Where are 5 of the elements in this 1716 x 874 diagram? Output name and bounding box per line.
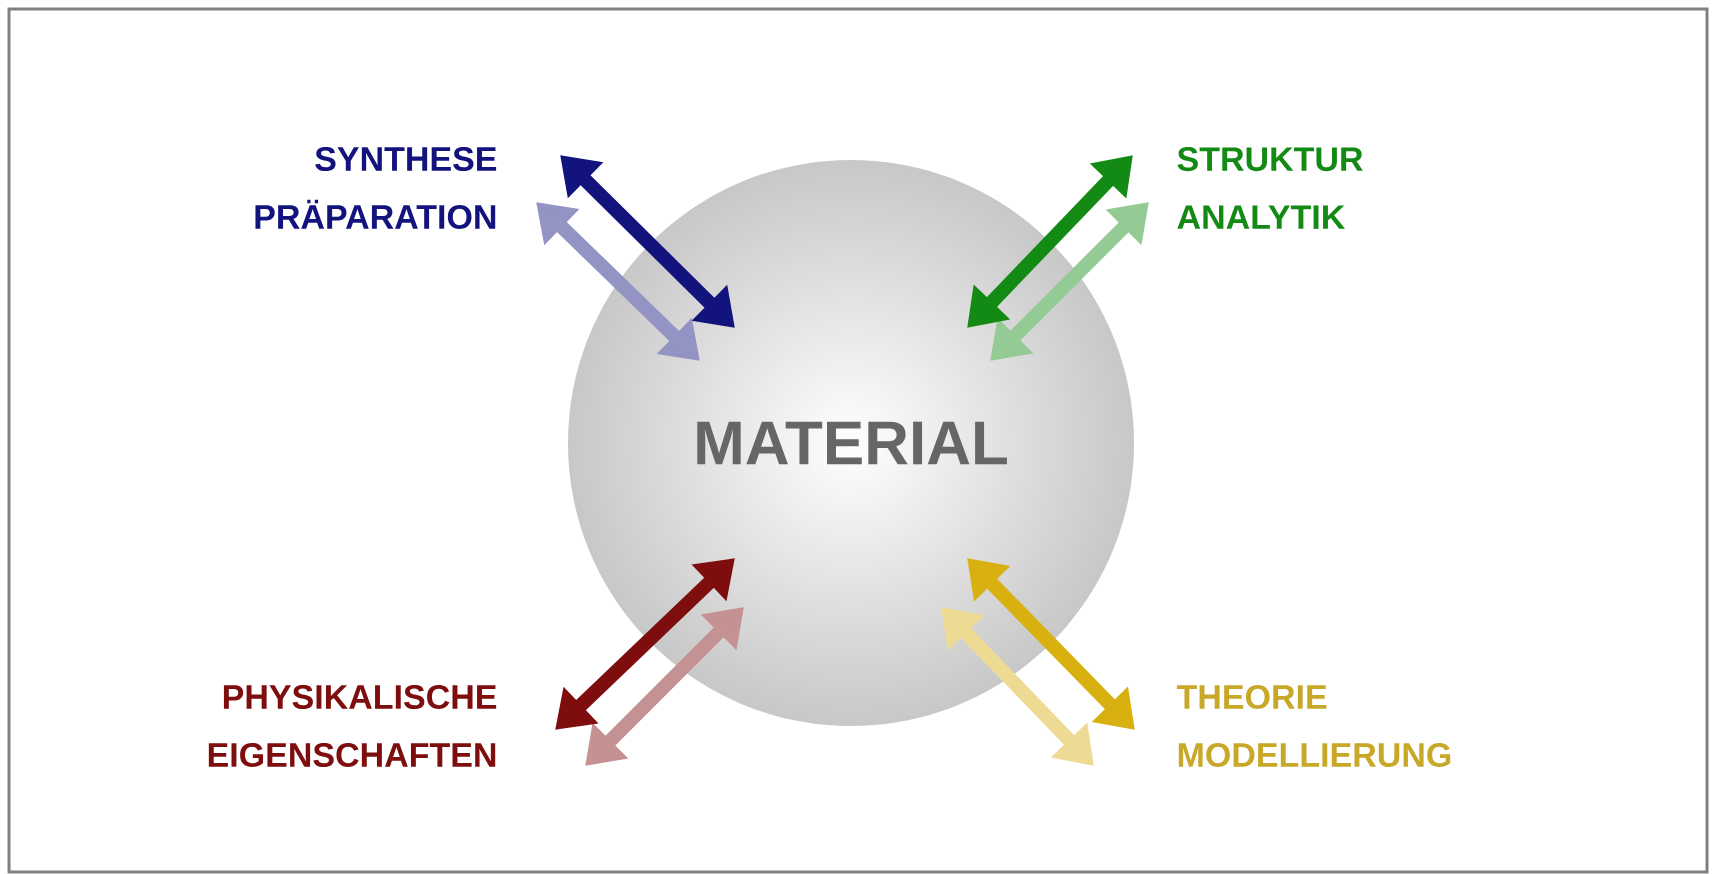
label: THEORIE MODELLIERUNG xyxy=(1176,684,1451,767)
label: PHYSIKALISCHE EIGENSCHAFTEN xyxy=(208,684,497,767)
label: STRUKTUR ANALYTIK xyxy=(1177,147,1363,229)
sphere: MATERIAL xyxy=(697,421,1007,465)
label: SYNTHESE PRÄPARATION xyxy=(255,146,497,229)
